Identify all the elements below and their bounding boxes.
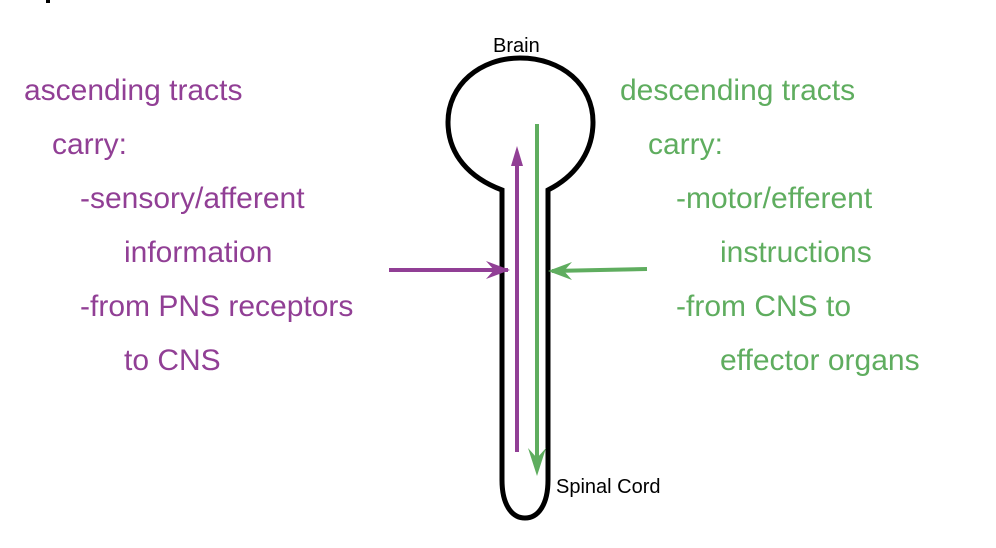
ascending-carry: carry: [52,128,127,161]
descending-line-from: -from CNS to [676,290,852,323]
ascending-line-information: information [124,236,273,269]
descending-carry: carry: [648,128,723,161]
input-arrowhead [486,261,510,279]
stray-mark [46,0,50,3]
ascending-tract-arrowhead [511,146,523,166]
descending-tract-arrowhead [528,448,546,476]
brain-spinal-cord-outline [445,55,596,521]
ascending-line-to: to CNS [124,344,221,377]
descending-line-instructions: instructions [720,236,872,269]
output-arrowhead [548,262,572,280]
spinal-cord-label: Spinal Cord [556,476,661,498]
descending-line-motor: -motor/efferent [676,182,873,215]
ascending-line-sensory: -sensory/afferent [80,182,305,215]
ascending-line-from: -from PNS receptors [80,290,354,323]
brain-label: Brain [493,35,540,57]
descending-title: descending tracts [620,74,856,107]
descending-line-to: effector organs [720,344,920,377]
output-arrow-line [551,267,648,273]
ascending-title: ascending tracts [24,74,243,107]
